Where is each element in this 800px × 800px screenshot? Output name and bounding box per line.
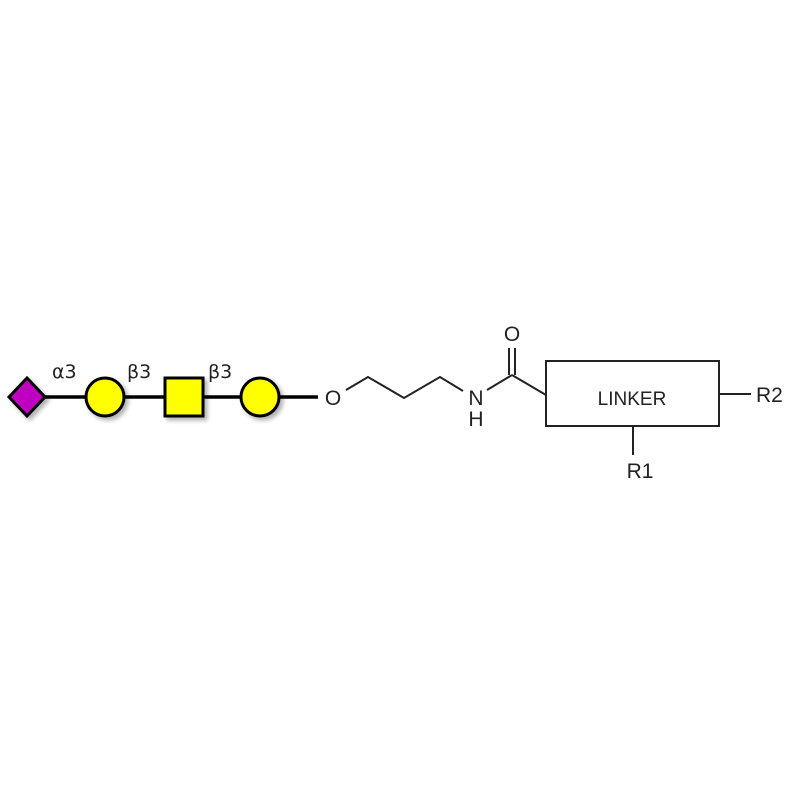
linkage-label: β3 [208,361,232,383]
linker-bond [511,374,547,396]
gal-circle-icon [239,376,281,418]
linker-label: LINKER [598,389,667,410]
gal-circle-icon [84,376,126,418]
galnac-square-icon [163,376,205,418]
linkage-label: α3 [52,361,77,383]
nitrogen-atom: N [468,387,483,410]
linkage-label: β3 [127,361,151,383]
propyl-chain [345,375,464,400]
amide-bond [486,374,513,391]
hydrogen-atom: H [468,408,483,431]
neu5ac-diamond-icon [6,375,48,419]
carbonyl-oxygen-atom: O [504,323,520,346]
r2-label: R2 [756,384,783,407]
oxygen-atom: O [325,387,341,410]
linker-box [545,360,720,427]
r1-label: R1 [627,460,654,483]
